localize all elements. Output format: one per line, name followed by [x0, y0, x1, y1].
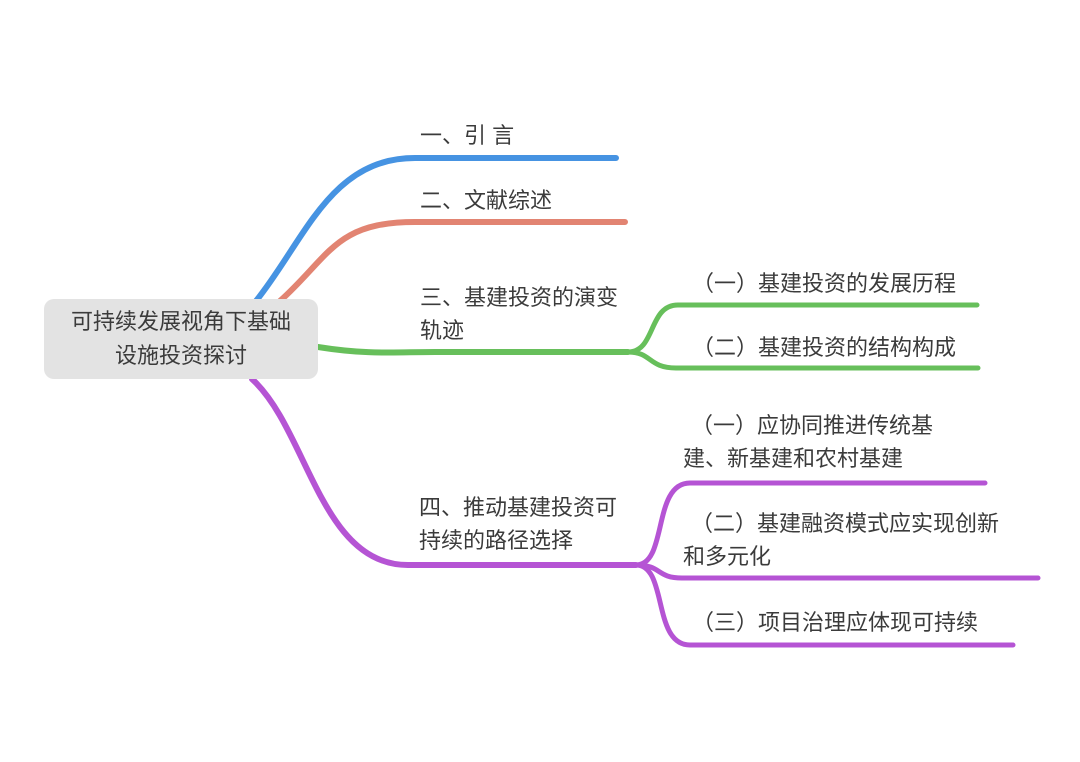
connector-evolution-child-1	[625, 302, 980, 355]
root-node[interactable]: 可持续发展视角下基础设施投资探讨	[44, 299, 318, 379]
node-path[interactable]: 四、推动基建投资可持续的路径选择	[419, 495, 618, 553]
connector-path-child-1	[633, 480, 988, 568]
node-literature[interactable]: 二、文献综述	[420, 188, 553, 213]
connector-literature	[277, 219, 628, 304]
node-evolution-child-history[interactable]: （一）基建投资的发展历程	[692, 271, 957, 296]
node-path-child-coordinate[interactable]: （一）应协同推进传统基建、新基建和农村基建	[683, 413, 934, 471]
node-intro[interactable]: 一、引 言	[420, 123, 515, 148]
connector-path-child-3	[633, 562, 1016, 648]
connector-path	[249, 376, 639, 568]
node-path-child-financing[interactable]: （二）基建融资模式应实现创新和多元化	[683, 511, 1000, 569]
node-path-child-governance[interactable]: （三）项目治理应体现可持续	[692, 610, 979, 635]
connector-intro	[253, 155, 619, 304]
node-evolution-child-structure[interactable]: （二）基建投资的结构构成	[692, 335, 957, 360]
node-evolution[interactable]: 三、基建投资的演变轨迹	[420, 285, 619, 343]
connector-evolution-child-2	[625, 349, 981, 371]
connector-evolution	[315, 344, 631, 356]
